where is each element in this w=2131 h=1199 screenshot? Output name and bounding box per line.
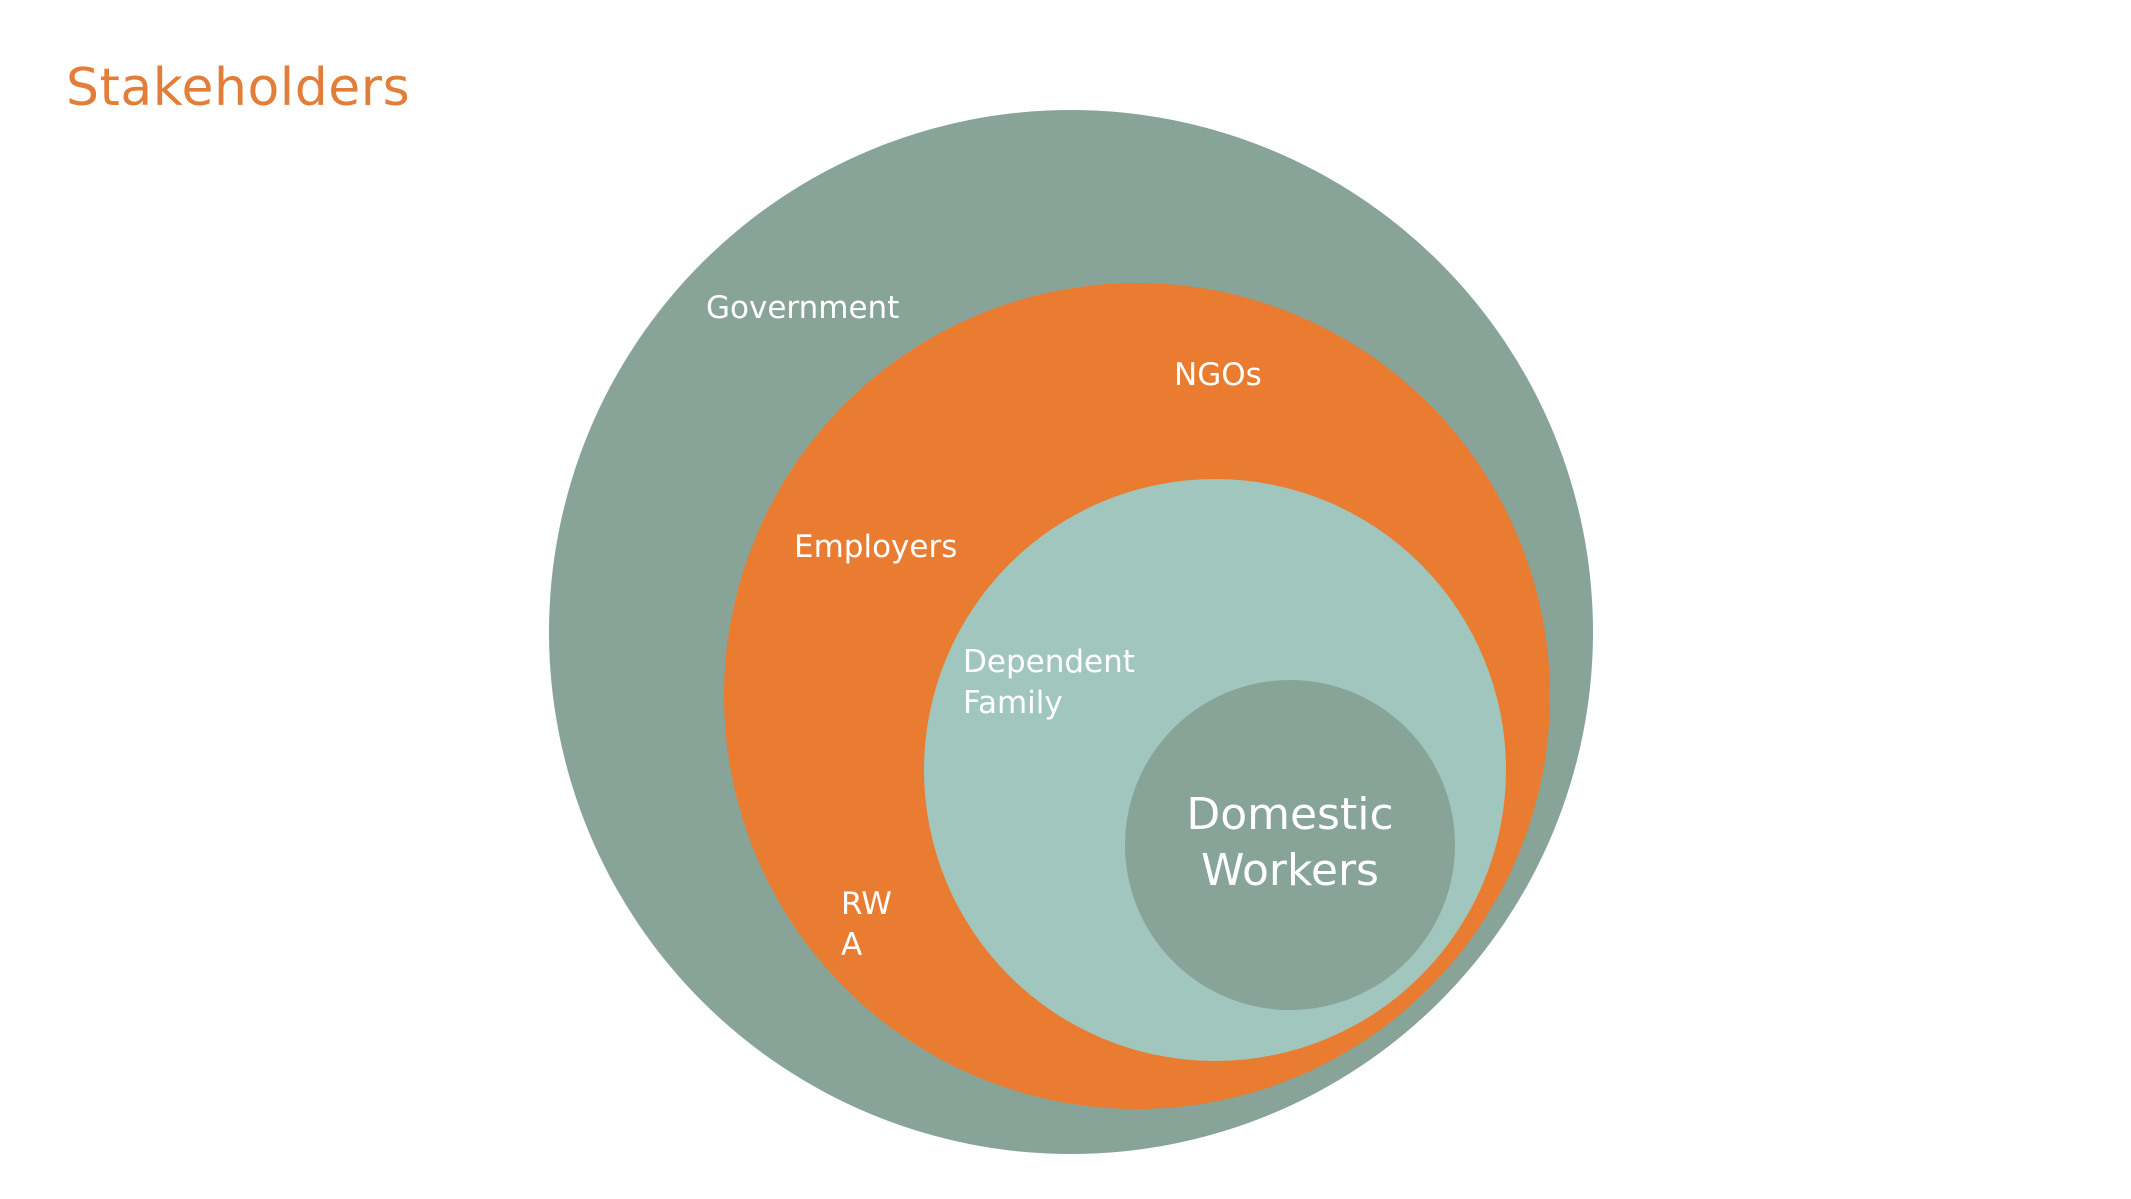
- government-label: Government: [706, 290, 900, 326]
- dependent-family-label: Dependent Family: [963, 642, 1143, 724]
- employers-label: Employers: [794, 529, 958, 565]
- domestic-workers-label: Domestic Workers: [1125, 787, 1455, 899]
- dependent-family-label-line: Dependent: [963, 644, 1135, 680]
- rwa-label-line: RW: [841, 886, 892, 922]
- domestic-workers-circle: [1125, 680, 1455, 1010]
- rwa-label: RW A: [841, 884, 901, 966]
- domestic-workers-label-line: Domestic: [1186, 789, 1394, 840]
- rwa-label-line: A: [841, 927, 863, 963]
- dependent-family-label-line: Family: [963, 685, 1063, 721]
- domestic-workers-label-line: Workers: [1201, 845, 1379, 896]
- ngos-label: NGOs: [1174, 357, 1262, 393]
- page-title: Stakeholders: [66, 58, 411, 118]
